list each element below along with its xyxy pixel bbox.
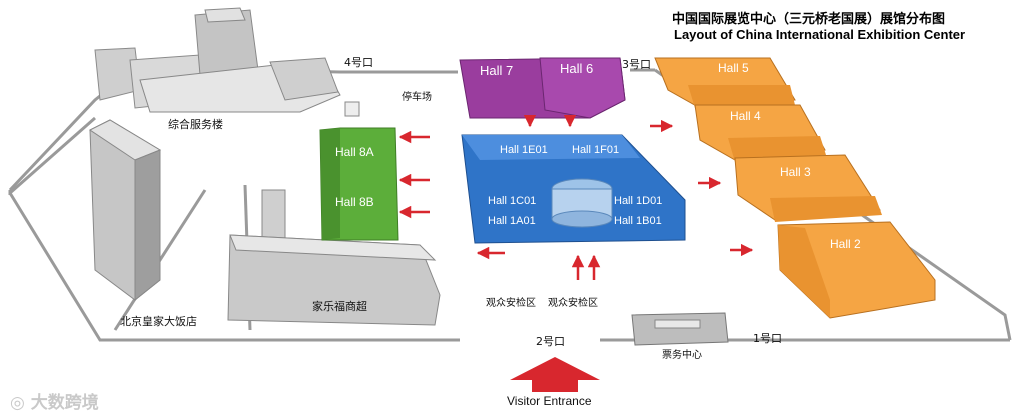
carrefour-building[interactable]: 家乐福商超 [227,189,441,326]
service-building-label: 综合服务楼 [168,117,223,131]
hall-8b-label: Hall 8B [335,195,374,209]
hotel-building[interactable]: 北京皇家大饭店 [89,119,197,328]
hall-4[interactable]: Hall 4 [694,104,826,162]
hall-5-label: Hall 5 [718,61,749,75]
visitor-entrance-arrow[interactable]: Visitor Entrance [507,357,600,408]
parking-label: 停车场 [402,90,432,103]
hall-1b01-label: Hall 1B01 [614,215,662,227]
gate-3-label[interactable]: 3号口 [622,58,651,71]
hall-5[interactable]: Hall 5 [654,57,796,109]
hall-1d01-label: Hall 1D01 [614,195,662,207]
hall-4-label: Hall 4 [730,109,761,123]
gate-4-label[interactable]: 4号口 [344,56,373,69]
hall-1e01-label: Hall 1E01 [500,144,548,156]
hall-2-label: Hall 2 [830,237,861,251]
carrefour-label: 家乐福商超 [312,299,367,313]
map-title-english: Layout of China International Exhibition… [674,27,966,42]
map-title-chinese: 中国国际展览中心（三元桥老国展）展馆分布图 [672,12,946,27]
hall-3[interactable]: Hall 3 [734,154,882,222]
hall-2[interactable]: Hall 2 [777,221,936,319]
ticket-center-label: 票务中心 [662,348,702,361]
watermark-logo-icon: ◎ [10,393,25,413]
visitor-entrance-label: Visitor Entrance [507,394,592,408]
hall-8[interactable]: Hall 8A Hall 8B [319,127,399,241]
hall-6-7[interactable]: Hall 7 Hall 6 [459,57,626,119]
security-area-right: 观众安检区 [548,296,598,309]
service-building[interactable]: 综合服务楼 [94,7,360,131]
gates: 1号口 2号口 3号口 4号口 [344,56,782,348]
flow-arrows [398,114,754,280]
hall-8a-label: Hall 8A [335,145,374,159]
hall-1f01-label: Hall 1F01 [572,144,619,156]
hall-6-label: Hall 6 [560,61,593,76]
hall-1c01-label: Hall 1C01 [488,195,536,207]
hall-3-label: Hall 3 [780,165,811,179]
gate-2-label[interactable]: 2号口 [536,335,565,348]
hall-1[interactable]: Hall 1E01 Hall 1F01 Hall 1C01 Hall 1D01 … [461,134,686,244]
hall-7-label: Hall 7 [480,63,513,78]
hotel-label: 北京皇家大饭店 [120,314,197,328]
gate-1-label[interactable]: 1号口 [753,332,782,345]
watermark: ◎ 大数跨境 [10,393,99,413]
ticket-center[interactable]: 票务中心 [631,312,729,361]
security-area-left: 观众安检区 [486,296,536,309]
hall-1a01-label: Hall 1A01 [488,215,536,227]
